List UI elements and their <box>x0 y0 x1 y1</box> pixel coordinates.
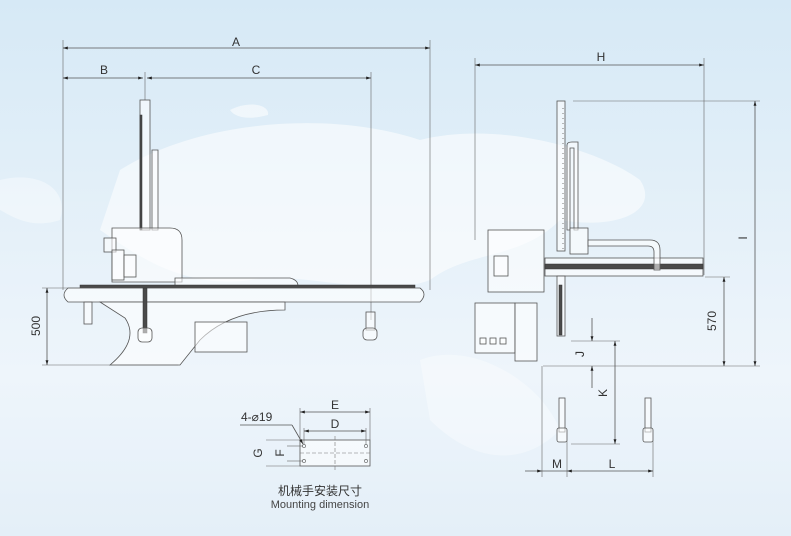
dimension-570-label: 570 <box>705 311 719 331</box>
hole-spec-label: 4-⌀19 <box>241 410 273 424</box>
dimension-i-label: I <box>736 236 750 239</box>
mounting-detail: E D G F 4-⌀19 <box>240 398 371 470</box>
dimension-d-label: D <box>331 417 340 431</box>
gripper-position-right <box>642 397 654 443</box>
gripper-right <box>362 311 378 341</box>
dimension-f-label: F <box>273 449 287 456</box>
carriage-head <box>103 227 183 283</box>
dimension-e-label: E <box>331 398 339 412</box>
vertical-arm <box>139 99 159 231</box>
gripper-position-left <box>556 397 568 443</box>
dimension-a-label: A <box>232 35 240 49</box>
traverse-beam <box>63 277 425 303</box>
horizontal-beam <box>544 227 704 277</box>
gripper-left <box>83 301 93 325</box>
dimension-m-label: M <box>552 457 562 471</box>
dimension-c-label: C <box>252 63 261 77</box>
dimension-k-label: K <box>596 389 610 397</box>
mounting-hole <box>364 444 368 448</box>
caption-english: Mounting dimension <box>270 499 370 511</box>
dimension-g-label: G <box>251 448 265 457</box>
vertical-column <box>556 100 579 252</box>
front-view: A B C <box>29 35 431 366</box>
hole-leader-arrow <box>291 424 304 445</box>
background-world-map <box>0 104 646 456</box>
side-view: H I <box>474 50 760 477</box>
mounting-hole <box>364 459 368 463</box>
control-cabinet <box>474 229 545 362</box>
dimension-500-label: 500 <box>29 316 43 336</box>
dimension-l-label: L <box>609 457 616 471</box>
caption-chinese: 机械手安装尺寸 <box>277 484 362 498</box>
dimension-j-label: J <box>573 351 587 357</box>
gripper-center <box>137 287 153 343</box>
side-gripper <box>556 275 566 337</box>
dimension-b-label: B <box>100 63 108 77</box>
dimension-h-label: H <box>597 50 606 64</box>
machine-base <box>98 301 286 366</box>
